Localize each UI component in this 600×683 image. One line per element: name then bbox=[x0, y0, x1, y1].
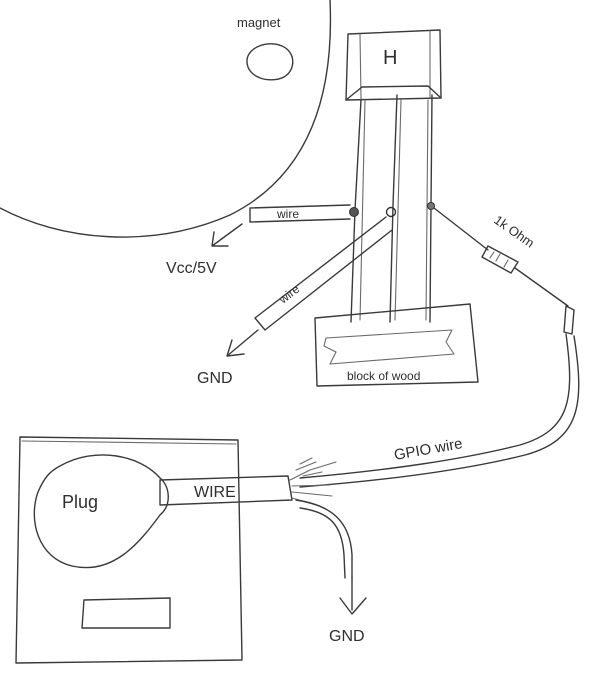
plug-blob bbox=[33, 454, 169, 569]
wheel-outline bbox=[0, 0, 332, 238]
vcc-label: Vcc/5V bbox=[166, 260, 217, 277]
sensor-label: H bbox=[383, 47, 397, 69]
sensor-leg-middle bbox=[389, 94, 398, 323]
gnd-bottom-arrow bbox=[339, 577, 367, 615]
vcc-wire bbox=[249, 204, 351, 223]
resistor-label: 1k Ohm bbox=[491, 212, 537, 250]
gnd-left-label: GND bbox=[197, 370, 233, 387]
gnd-left-arrow bbox=[226, 329, 259, 357]
solder-joint-signal bbox=[427, 202, 435, 210]
vcc-arrow bbox=[211, 223, 243, 247]
wood-block bbox=[314, 303, 479, 387]
gnd-wire bbox=[254, 216, 393, 331]
resistor-bands bbox=[489, 251, 509, 268]
plug-label: Plug bbox=[62, 492, 98, 512]
solder-joint-vcc bbox=[349, 207, 359, 217]
frayed-wires bbox=[289, 457, 337, 507]
plug-housing-inner bbox=[21, 440, 237, 445]
gpio-wire bbox=[299, 333, 580, 488]
gpio-connector bbox=[563, 305, 575, 335]
gnd-bottom-wire bbox=[295, 499, 353, 579]
resistor-body bbox=[481, 245, 519, 274]
sensor-leg-shading bbox=[359, 99, 429, 321]
magnet-label: magnet bbox=[237, 15, 281, 30]
hall-sensor-base bbox=[345, 85, 442, 101]
plug-housing bbox=[15, 436, 243, 664]
resistor-lead-left bbox=[433, 207, 489, 251]
cable-sleeve bbox=[159, 475, 293, 506]
magnet-shape bbox=[246, 43, 294, 81]
wire-top-label: wire bbox=[276, 207, 299, 221]
resistor-lead-right bbox=[514, 267, 569, 307]
cable-label: WIRE bbox=[194, 484, 236, 501]
solder-joint-gnd bbox=[385, 206, 397, 218]
gpio-label: GPIO wire bbox=[393, 435, 464, 464]
wood-grain bbox=[323, 329, 455, 365]
plug-slot bbox=[81, 597, 171, 629]
block-label: block of wood bbox=[347, 369, 420, 383]
gnd-bottom-label: GND bbox=[329, 628, 365, 645]
